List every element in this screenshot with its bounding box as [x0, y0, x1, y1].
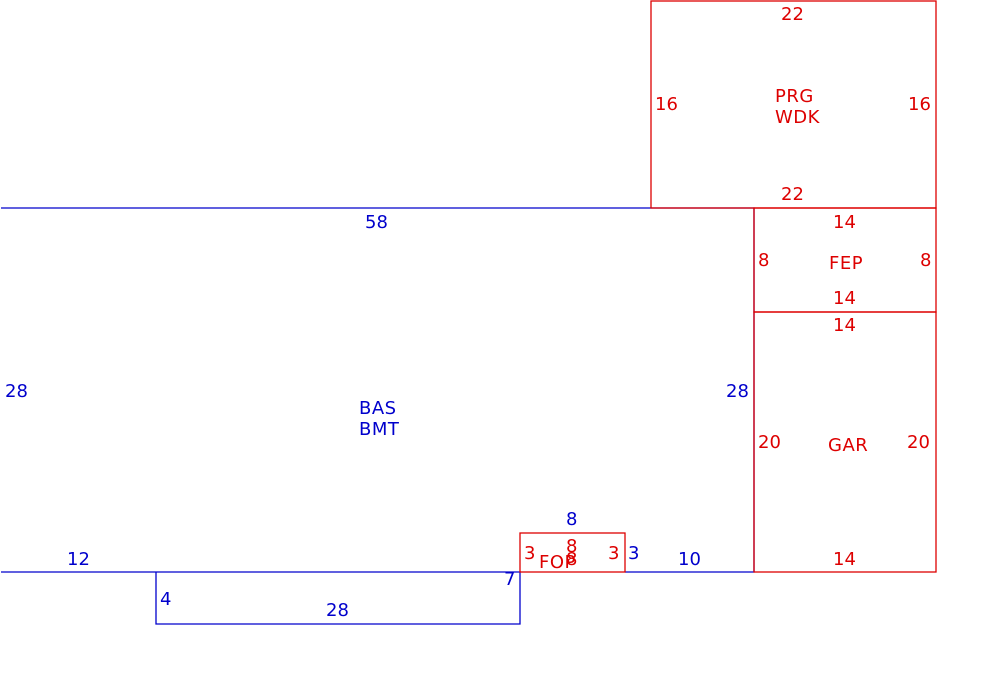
bas-top-dimension: 58: [365, 212, 388, 233]
fop-right-dimension: 3: [608, 543, 619, 564]
prg-left-dimension: 16: [655, 94, 678, 115]
gar-left-dimension: 20: [758, 432, 781, 453]
gar-area-label: GAR: [828, 435, 868, 456]
fep-area-label: FEP: [829, 253, 863, 274]
bas-bottom-right-dimension: 10: [678, 549, 701, 570]
gar-outline: [753, 311, 937, 573]
bas-step-up-dimension: 7: [504, 569, 515, 590]
gar-right-dimension: 20: [907, 432, 930, 453]
gar-bottom-dimension: 14: [833, 549, 856, 570]
prg-right-dimension: 16: [908, 94, 931, 115]
bas-left-dimension: 28: [5, 381, 28, 402]
fep-top-dimension: 14: [833, 212, 856, 233]
fep-bottom-dimension: 14: [833, 288, 856, 309]
bas-step-down-dimension: 4: [160, 589, 171, 610]
fop-top-dimension: 8: [566, 536, 577, 557]
fop-area-label: FOP: [539, 552, 576, 573]
fep-right-dimension: 8: [920, 250, 931, 271]
fop-left-dimension: 3: [524, 543, 535, 564]
bas-area-label: BAS: [359, 398, 397, 419]
bas-porch-top-dimension: 8: [566, 509, 577, 530]
fop-outline: [519, 532, 626, 573]
prg-top-dimension: 22: [781, 4, 804, 25]
prg-bottom-dimension: 22: [781, 184, 804, 205]
fep-left-dimension: 8: [758, 250, 769, 271]
prg-area-label: PRG: [775, 86, 814, 107]
gar-top-dimension: 14: [833, 315, 856, 336]
bas-bottom-left-dimension: 12: [67, 549, 90, 570]
bmt-area-label: BMT: [359, 419, 400, 440]
bas-right-dimension: 28: [726, 381, 749, 402]
bas-porch-right-dimension: 3: [628, 543, 639, 564]
fop-bottom-dimension: 8: [566, 549, 577, 570]
bas-bottom-mid-dimension: 28: [326, 600, 349, 621]
wdk-area-label: WDK: [775, 107, 821, 128]
